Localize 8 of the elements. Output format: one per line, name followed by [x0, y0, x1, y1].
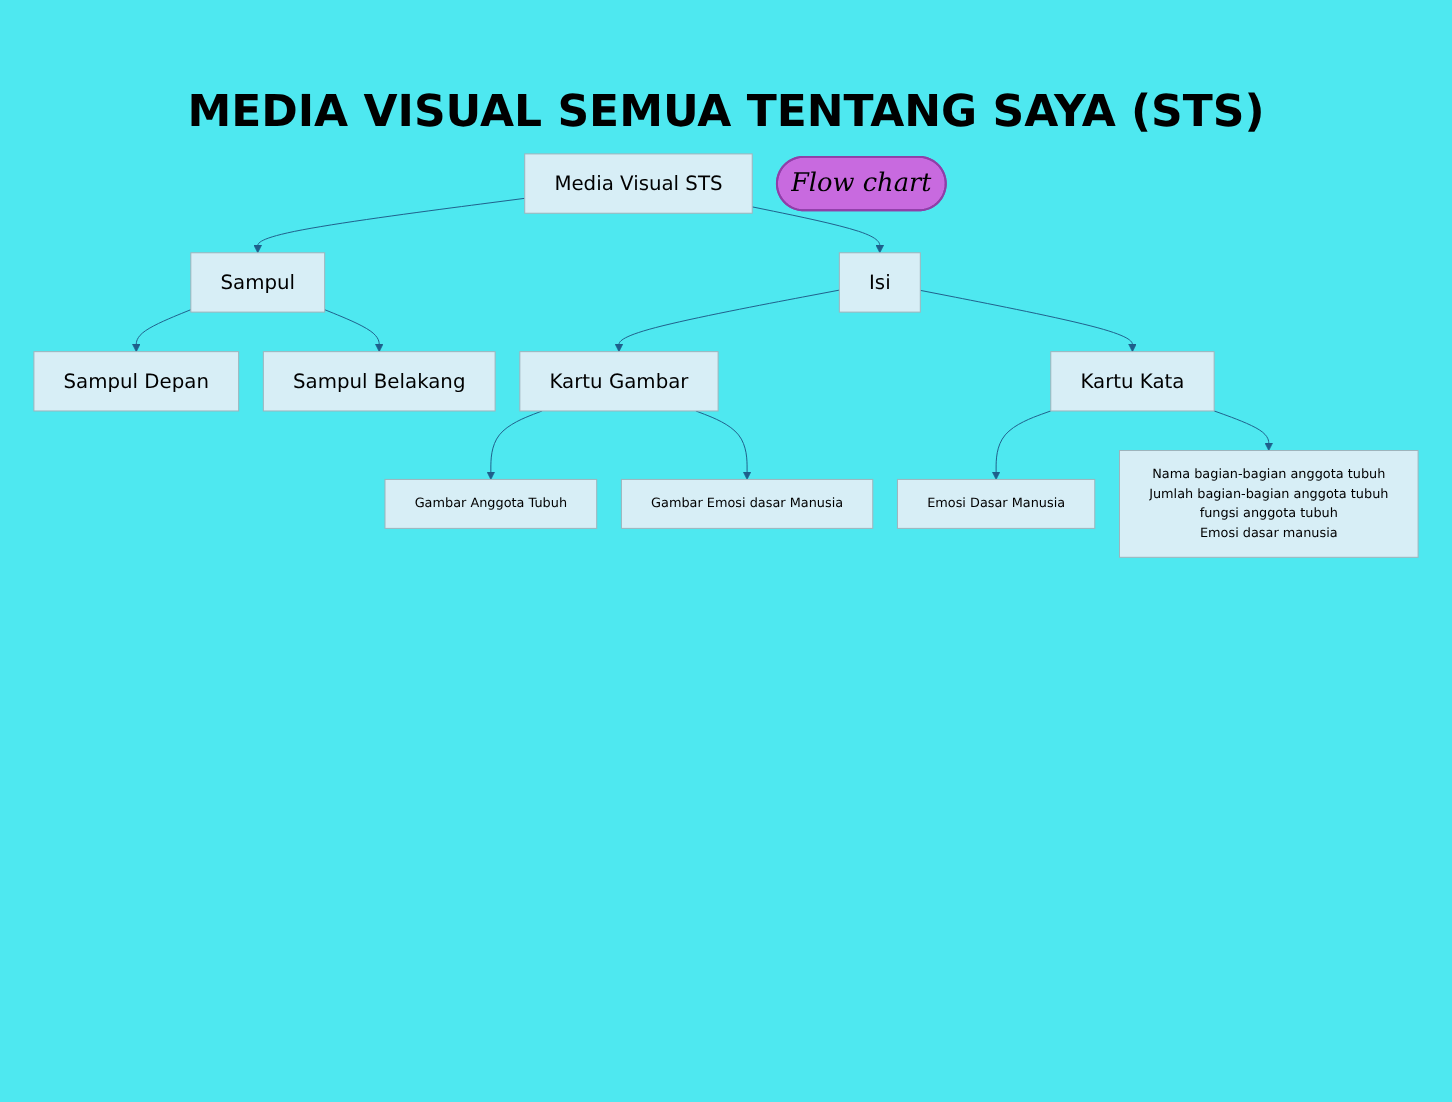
node-box: Sampul: [190, 252, 326, 313]
node-box: Media Visual STS: [524, 153, 753, 214]
node-box: Sampul Belakang: [262, 351, 496, 412]
node-box: Kartu Gambar: [519, 351, 719, 412]
diagram-title: MEDIA VISUAL SEMUA TENTANG SAYA (STS): [185, 88, 1267, 138]
node-box: Isi: [838, 252, 921, 313]
node-box: Kartu Kata: [1050, 351, 1215, 412]
node-box: Sampul Depan: [33, 351, 240, 412]
